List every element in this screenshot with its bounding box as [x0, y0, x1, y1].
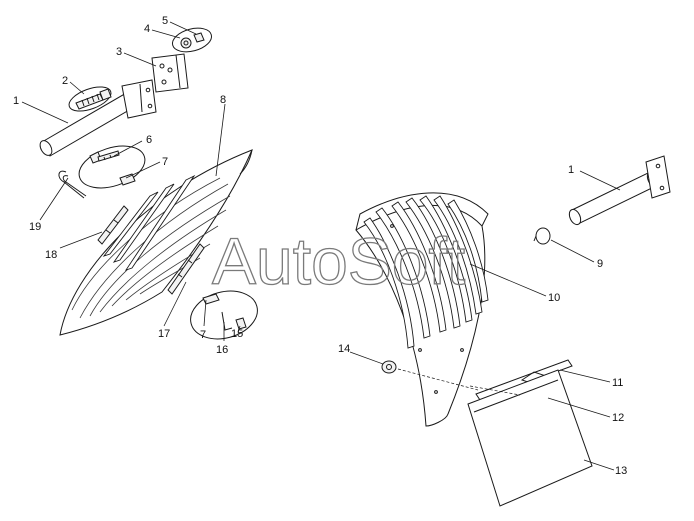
part-1-left-tube-bracket: [39, 79, 157, 157]
part-8-left-mudguard: [59, 149, 253, 336]
callout-15: 15: [231, 328, 243, 340]
callout-7-upper: 7: [162, 156, 168, 168]
callout-9: 9: [597, 258, 603, 270]
callout-19: 19: [29, 221, 41, 233]
part-10-right-mudguard: [355, 192, 489, 427]
leader-lines: [21, 21, 621, 471]
callout-17: 17: [158, 328, 170, 340]
callout-5: 5: [162, 15, 168, 27]
callout-18: 18: [45, 249, 57, 261]
callout-6: 6: [146, 134, 152, 146]
callout-1-right: 1: [568, 164, 574, 176]
part-1-right-tube-bracket: [568, 155, 671, 226]
callout-1-left: 1: [13, 95, 19, 107]
part-7-16-15-fasteners: [190, 290, 258, 340]
part-9-plug: [533, 227, 551, 245]
callout-2: 2: [62, 75, 68, 87]
callout-16: 16: [216, 344, 228, 356]
assembly-line-bolt: [469, 385, 521, 396]
callout-7-lower: 7: [200, 329, 206, 341]
callout-8: 8: [220, 94, 226, 106]
callout-12: 12: [612, 412, 624, 424]
part-14-washer: [381, 360, 397, 374]
part-4-5-nut-washer: [171, 27, 213, 53]
callout-4: 4: [144, 23, 150, 35]
callout-10: 10: [548, 292, 560, 304]
watermark-text: AutoSoft: [212, 224, 465, 298]
part-19-hook-clip: [58, 170, 87, 199]
part-17-clip: [167, 243, 205, 295]
callout-14: 14: [338, 343, 350, 355]
part-6-7-bolt-nut: [78, 145, 146, 189]
part-13-mud-flap: [467, 369, 593, 507]
callout-13: 13: [615, 465, 627, 477]
callout-3: 3: [116, 46, 122, 58]
part-2-bolt: [68, 86, 112, 112]
part-18-clip: [97, 205, 129, 245]
part-3-bracket-plate: [151, 53, 189, 93]
assembly-line-washer: [397, 368, 479, 391]
callout-11: 11: [612, 377, 623, 389]
